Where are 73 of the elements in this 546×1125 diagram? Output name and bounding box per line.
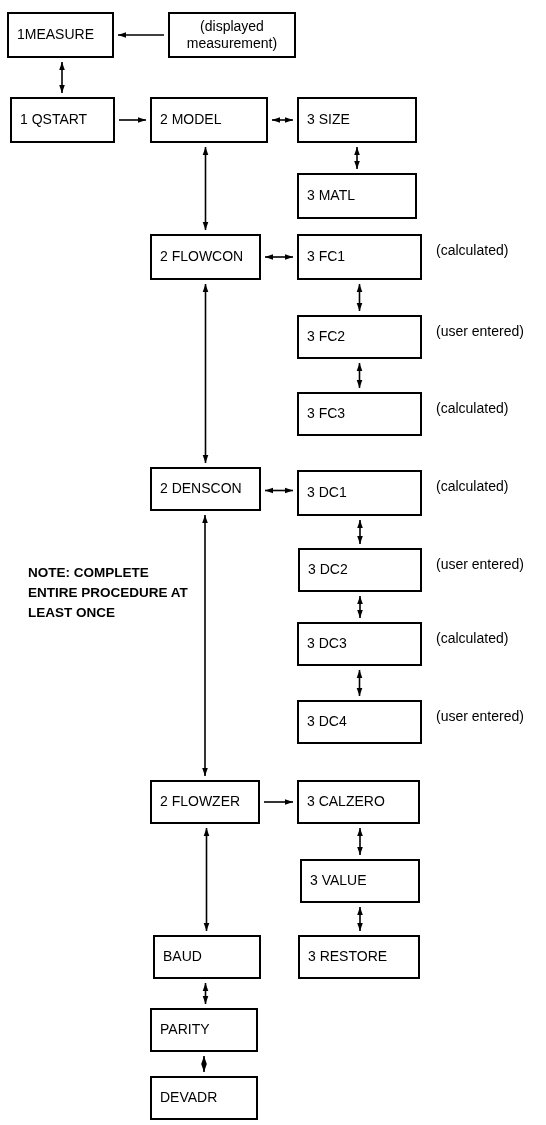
arrow	[264, 487, 294, 494]
arrow	[357, 519, 363, 545]
menu-box	[298, 935, 420, 979]
box-label: 3 DC1	[307, 484, 347, 502]
box-label: DEVADR	[160, 1089, 218, 1107]
arrow	[357, 906, 363, 932]
arrow	[202, 514, 208, 777]
menu-box	[297, 700, 422, 744]
box-label: 3 RESTORE	[308, 948, 388, 966]
menu-box	[153, 935, 261, 979]
box-label: 1 QSTART	[20, 111, 88, 129]
menu-box	[298, 548, 422, 592]
box-label: 1MEASURE	[17, 26, 95, 44]
value-note: (calculated)	[436, 242, 509, 260]
box-label: 3 FC1	[307, 248, 346, 266]
menu-box	[297, 234, 422, 280]
arrow	[263, 799, 294, 805]
arrow	[202, 982, 209, 1005]
arrow	[203, 827, 210, 932]
menu-box	[7, 12, 114, 58]
box-label: 3 FC2	[307, 328, 346, 346]
box-label: 3 MATL	[307, 187, 355, 205]
box-label: 2 FLOWZER	[160, 793, 241, 811]
value-note: (calculated)	[436, 478, 509, 496]
box-label: BAUD	[163, 948, 202, 966]
menu-box	[300, 859, 420, 903]
arrow	[356, 669, 363, 697]
menu-box	[297, 780, 420, 824]
value-note: (calculated)	[436, 400, 509, 418]
value-note: (user entered)	[436, 708, 524, 726]
arrow	[264, 254, 294, 260]
menu-box	[150, 97, 268, 143]
menu-box	[150, 1008, 258, 1052]
menu-box	[297, 470, 422, 516]
menu-box	[297, 622, 422, 666]
box-label: 3 DC3	[307, 635, 347, 653]
arrow	[118, 117, 147, 123]
menu-box	[297, 392, 422, 436]
arrow	[356, 362, 363, 389]
menu-box	[150, 780, 260, 824]
box-label: 3 SIZE	[307, 111, 350, 129]
menu-box	[10, 97, 115, 143]
arrow	[117, 32, 165, 38]
menu-box	[150, 467, 261, 511]
arrow	[201, 1055, 207, 1073]
arrow	[357, 827, 363, 856]
menu-box	[297, 315, 422, 359]
arrow	[271, 117, 294, 123]
menu-box	[297, 173, 417, 219]
value-note: (user entered)	[436, 323, 524, 341]
menu-box	[150, 234, 261, 280]
box-label: 2 DENSCON	[160, 480, 242, 498]
arrow	[202, 283, 209, 464]
box-label: 3 FC3	[307, 405, 346, 423]
box-label: 3 DC2	[308, 561, 348, 579]
box-label: 2 FLOWCON	[160, 248, 244, 266]
arrow	[357, 595, 363, 619]
arrow	[59, 61, 65, 94]
box-label: 2 MODEL	[160, 111, 222, 129]
menu-box	[150, 1076, 258, 1120]
box-label: (displayed measurement)	[185, 17, 279, 53]
box-label: 3 VALUE	[310, 872, 367, 890]
box-label: PARITY	[160, 1021, 210, 1039]
value-note: (user entered)	[436, 556, 524, 574]
note-text: NOTE: COMPLETE ENTIRE PROCEDURE AT LEAST ONCE	[28, 564, 189, 622]
arrow	[354, 146, 360, 170]
arrow	[356, 283, 363, 312]
value-note: (calculated)	[436, 630, 509, 648]
box-label: 3 CALZERO	[307, 793, 385, 811]
menu-box	[297, 97, 417, 143]
arrow	[202, 146, 209, 231]
box-label: 3 DC4	[307, 713, 347, 731]
menu-box	[168, 12, 296, 58]
